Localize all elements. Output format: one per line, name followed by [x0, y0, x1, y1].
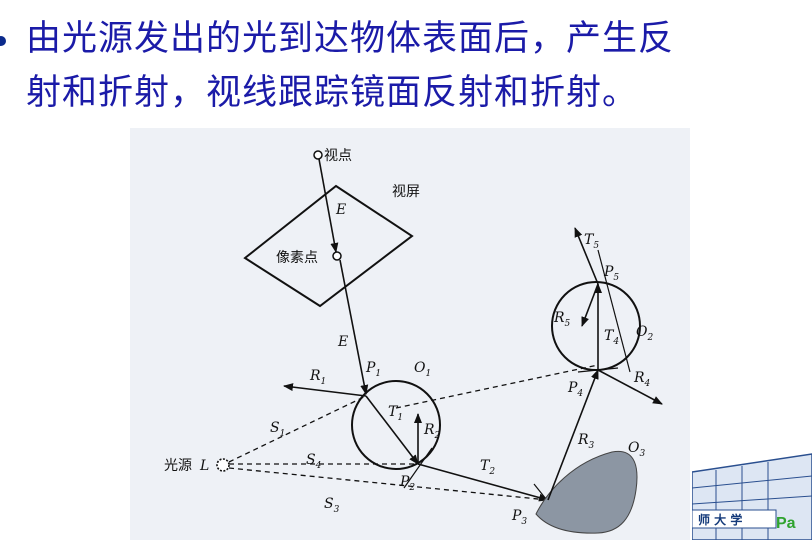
building-icon: 师 大 学 Pa	[692, 453, 812, 540]
label-P3: P3	[511, 508, 527, 527]
text-line-1: 由光源发出的光到达物体表面后，产生反	[26, 19, 675, 59]
label-pixel: 像素点	[276, 250, 318, 266]
sphere-O1	[351, 380, 441, 470]
label-screen: 视屏	[392, 184, 420, 200]
label-O3: O3	[628, 440, 645, 459]
ray-R3	[547, 369, 599, 501]
label-S4: S4	[306, 452, 322, 471]
ray-R1	[283, 383, 367, 397]
label-P2: P2	[399, 474, 415, 493]
label-S1: S1	[270, 420, 285, 439]
shadow-ray-S3	[228, 467, 549, 501]
viewpoint-marker	[313, 150, 323, 160]
label-T2: T2	[480, 458, 495, 477]
label-P5: P5	[603, 264, 619, 283]
label-O2: O2	[636, 324, 653, 343]
ray-R4	[597, 369, 663, 405]
label-T4: T4	[604, 328, 619, 347]
label-L: L	[199, 458, 209, 474]
eye-ray-E-continued	[339, 259, 369, 395]
label-T5: T5	[584, 232, 599, 251]
label-E-top: E	[335, 202, 346, 218]
label-R4: R4	[633, 370, 651, 389]
ray-T5	[574, 227, 599, 285]
ray-T1	[365, 395, 419, 465]
label-E-bottom: E	[337, 334, 348, 350]
view-screen-shape	[243, 184, 414, 308]
label-O1: O1	[414, 360, 431, 379]
label-light-source: 光源	[164, 458, 192, 474]
normal-P5	[597, 249, 631, 373]
bullet-icon	[0, 36, 6, 46]
light-source-icon	[216, 458, 230, 472]
text-line-2: 射和折射，视线跟踪镜面反射和折射。	[26, 73, 639, 113]
normal-P4	[577, 367, 619, 373]
label-P1: P1	[365, 360, 381, 379]
eye-ray-E	[318, 158, 339, 253]
logo-text: Pa	[776, 515, 796, 532]
label-R1: R1	[309, 368, 326, 387]
ray-T2	[417, 463, 549, 502]
ray-R5	[581, 283, 599, 327]
label-R5: R5	[553, 310, 571, 329]
label-S3: S3	[324, 496, 340, 515]
label-viewpoint: 视点	[324, 148, 352, 164]
label-P4: P4	[567, 380, 583, 399]
label-R3: R3	[577, 432, 595, 451]
object-O3-rock	[535, 450, 638, 534]
label-R2: R2	[423, 422, 441, 441]
university-logo: 师 大 学 Pa	[692, 448, 812, 540]
pixel-marker	[332, 251, 342, 261]
logo-glyphs: 师 大 学	[698, 512, 742, 527]
label-T1: T1	[388, 404, 403, 423]
shadow-ray-P1-P5	[395, 364, 599, 409]
shadow-ray-S1	[228, 395, 367, 463]
normal-P2	[403, 447, 433, 489]
